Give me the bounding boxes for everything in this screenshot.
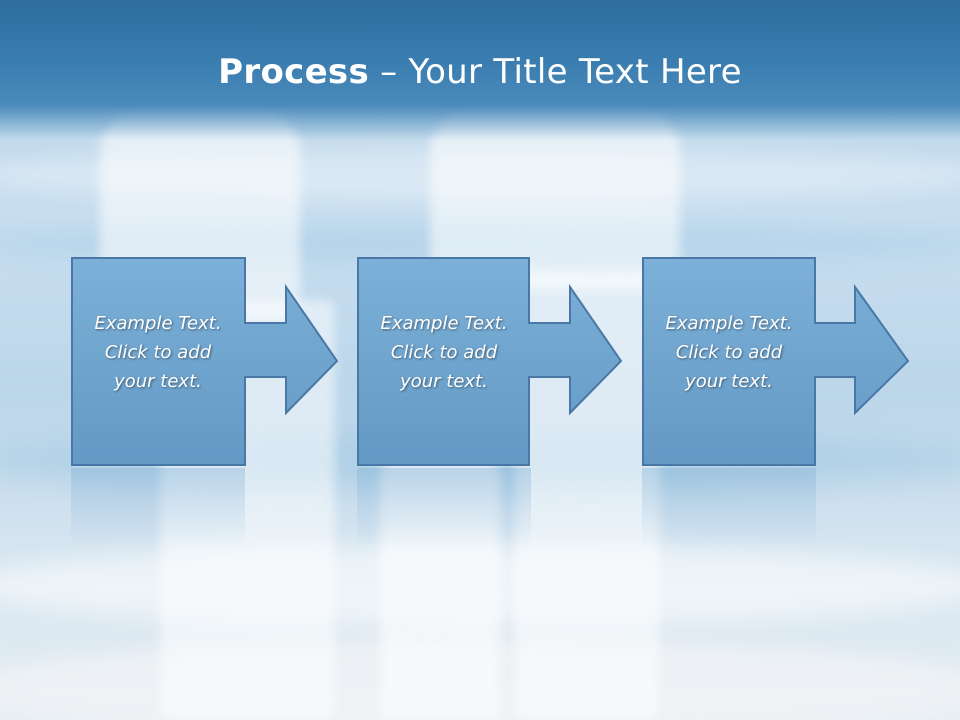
- step-text[interactable]: Example Text. Click to add your text.: [94, 313, 222, 392]
- arrow-box-shape: [357, 257, 623, 466]
- title-rest: – Your Title Text Here: [369, 52, 742, 92]
- title-bold: Process: [218, 52, 370, 92]
- step-reflection: [71, 468, 245, 548]
- slide-title[interactable]: Process – Your Title Text Here: [0, 52, 960, 92]
- step-reflection: [357, 468, 531, 548]
- arrow-box-shape: [642, 257, 910, 466]
- step-text[interactable]: Example Text. Click to add your text.: [380, 313, 508, 392]
- step-reflection: [642, 468, 816, 548]
- process-step-2[interactable]: Example Text. Click to add your text.: [357, 257, 627, 467]
- process-step-1[interactable]: Example Text. Click to add your text.: [71, 257, 341, 467]
- step-text[interactable]: Example Text. Click to add your text.: [665, 313, 793, 392]
- arrow-box-shape: [71, 257, 339, 466]
- faded-figure-child: [380, 440, 500, 720]
- title-bar: Process – Your Title Text Here: [0, 0, 960, 140]
- process-step-3[interactable]: Example Text. Click to add your text.: [642, 257, 912, 467]
